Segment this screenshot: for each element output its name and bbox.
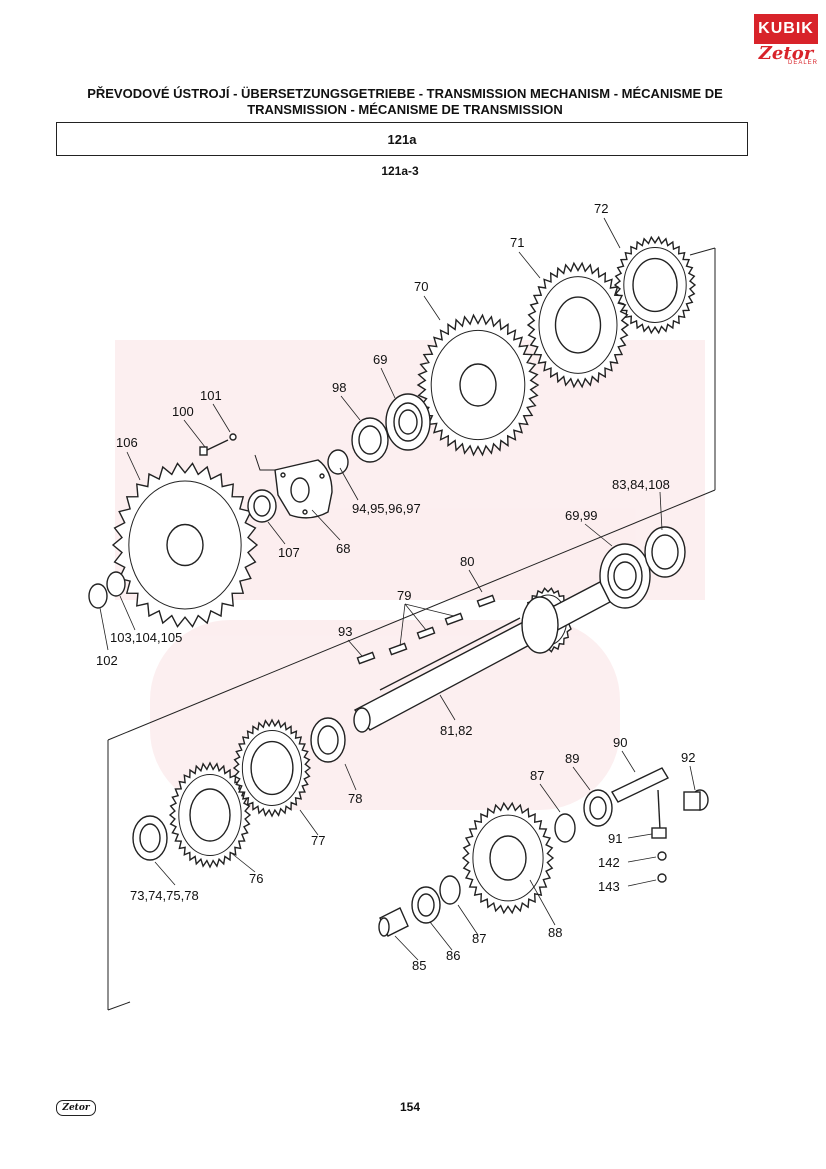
label-87-upper: 87 <box>530 768 544 783</box>
nut-143 <box>657 873 667 883</box>
label-106: 106 <box>116 435 138 450</box>
shaft-81-82 <box>353 581 611 733</box>
washer-103 <box>106 571 126 597</box>
gear-76-rim <box>178 773 242 857</box>
label-77: 77 <box>311 833 325 848</box>
label-107: 107 <box>278 545 300 560</box>
gear-77 <box>232 718 312 818</box>
gear-71-rim <box>538 276 618 374</box>
logo-zetor-text: Zetor <box>758 43 814 64</box>
label-71: 71 <box>510 235 524 250</box>
gear-106-rim <box>128 480 242 610</box>
washer-98 <box>351 417 389 463</box>
label-91: 91 <box>608 831 622 846</box>
gear-88 <box>461 801 555 915</box>
keys-79-80-93 <box>356 594 496 665</box>
washer-78 <box>310 717 346 763</box>
gear-71-bore <box>554 296 602 354</box>
bearing-69 <box>385 393 431 451</box>
label-94-95-96-97: 94,95,96,97 <box>352 501 421 516</box>
label-70: 70 <box>414 279 428 294</box>
gear-106 <box>111 462 259 628</box>
sleeve-85 <box>378 907 409 937</box>
logo-dealer-text: DEALER <box>787 60 818 66</box>
circlip-87-lower <box>439 875 461 905</box>
gear-106-bore <box>166 523 204 567</box>
circlip-94 <box>327 449 349 475</box>
leader-lines <box>99 217 696 961</box>
pin-90 <box>611 767 669 803</box>
label-101: 101 <box>200 388 222 403</box>
page-number: 154 <box>399 1100 421 1114</box>
gear-77-bore <box>250 740 294 796</box>
label-89: 89 <box>565 751 579 766</box>
footer-logo: Zetor <box>56 1100 96 1116</box>
bearing-69-99 <box>599 543 651 609</box>
label-143: 143 <box>598 879 620 894</box>
label-88: 88 <box>548 925 562 940</box>
label-85: 85 <box>412 958 426 973</box>
gear-group <box>111 235 697 915</box>
page-title: PŘEVODOVÉ ÚSTROJÍ - ÜBERSETZUNGSGETRIEBE… <box>60 86 750 118</box>
plug-92 <box>683 789 709 811</box>
gear-88-rim <box>472 814 544 902</box>
gear-71 <box>526 261 630 389</box>
label-100: 100 <box>172 404 194 419</box>
bearing-89 <box>583 789 613 827</box>
kubik-zetor-logo: KUBIK Zetor DEALER <box>754 14 818 66</box>
gear-72-rim <box>623 247 687 323</box>
bolt-100 <box>199 433 237 456</box>
circlip-102 <box>88 583 108 609</box>
label-90: 90 <box>613 735 627 750</box>
label-69-99: 69,99 <box>565 508 598 523</box>
washer-83 <box>644 526 686 578</box>
washer-73 <box>132 815 168 861</box>
section-code-band: 121a <box>56 122 748 156</box>
gear-72-bore <box>632 257 678 313</box>
label-92: 92 <box>681 750 695 765</box>
gear-70 <box>416 313 540 457</box>
gear-76 <box>168 761 252 869</box>
bearing-86 <box>411 886 441 924</box>
label-72: 72 <box>594 201 608 216</box>
parts-static <box>88 393 709 937</box>
label-79: 79 <box>397 588 411 603</box>
label-76: 76 <box>249 871 263 886</box>
label-80: 80 <box>460 554 474 569</box>
title-line-2: TRANSMISSION - MÉCANISME DE TRANSMISSION <box>247 102 563 117</box>
bushing-107 <box>247 489 277 523</box>
label-78: 78 <box>348 791 362 806</box>
gear-88-bore <box>489 835 527 881</box>
bolt-91 <box>651 789 667 839</box>
plate-68 <box>274 459 333 519</box>
circlip-87-upper <box>554 813 576 843</box>
label-98: 98 <box>332 380 346 395</box>
assembly-outline <box>107 247 716 1011</box>
label-102: 102 <box>96 653 118 668</box>
title-line-1: PŘEVODOVÉ ÚSTROJÍ - ÜBERSETZUNGSGETRIEBE… <box>87 86 723 101</box>
gear-72 <box>613 235 697 335</box>
label-93: 93 <box>338 624 352 639</box>
sub-code: 121a-3 <box>381 164 419 178</box>
label-81-82: 81,82 <box>440 723 473 738</box>
label-87-lower: 87 <box>472 931 486 946</box>
label-68: 68 <box>336 541 350 556</box>
label-69: 69 <box>373 352 387 367</box>
label-103-104-105: 103,104,105 <box>110 630 182 645</box>
washer-142 <box>657 851 667 861</box>
label-83-84-108: 83,84,108 <box>612 477 670 492</box>
label-73-74-75-78: 73,74,75,78 <box>130 888 199 903</box>
logo-kubik-text: KUBIK <box>754 14 818 44</box>
gear-77-rim <box>241 730 303 806</box>
gear-70-rim <box>430 329 526 441</box>
label-86: 86 <box>446 948 460 963</box>
gear-70-bore <box>459 363 497 407</box>
part-labels: 72 71 70 69 98 101 100 106 94,95,96,97 8… <box>96 201 695 973</box>
gear-76-bore <box>189 788 231 842</box>
label-142: 142 <box>598 855 620 870</box>
